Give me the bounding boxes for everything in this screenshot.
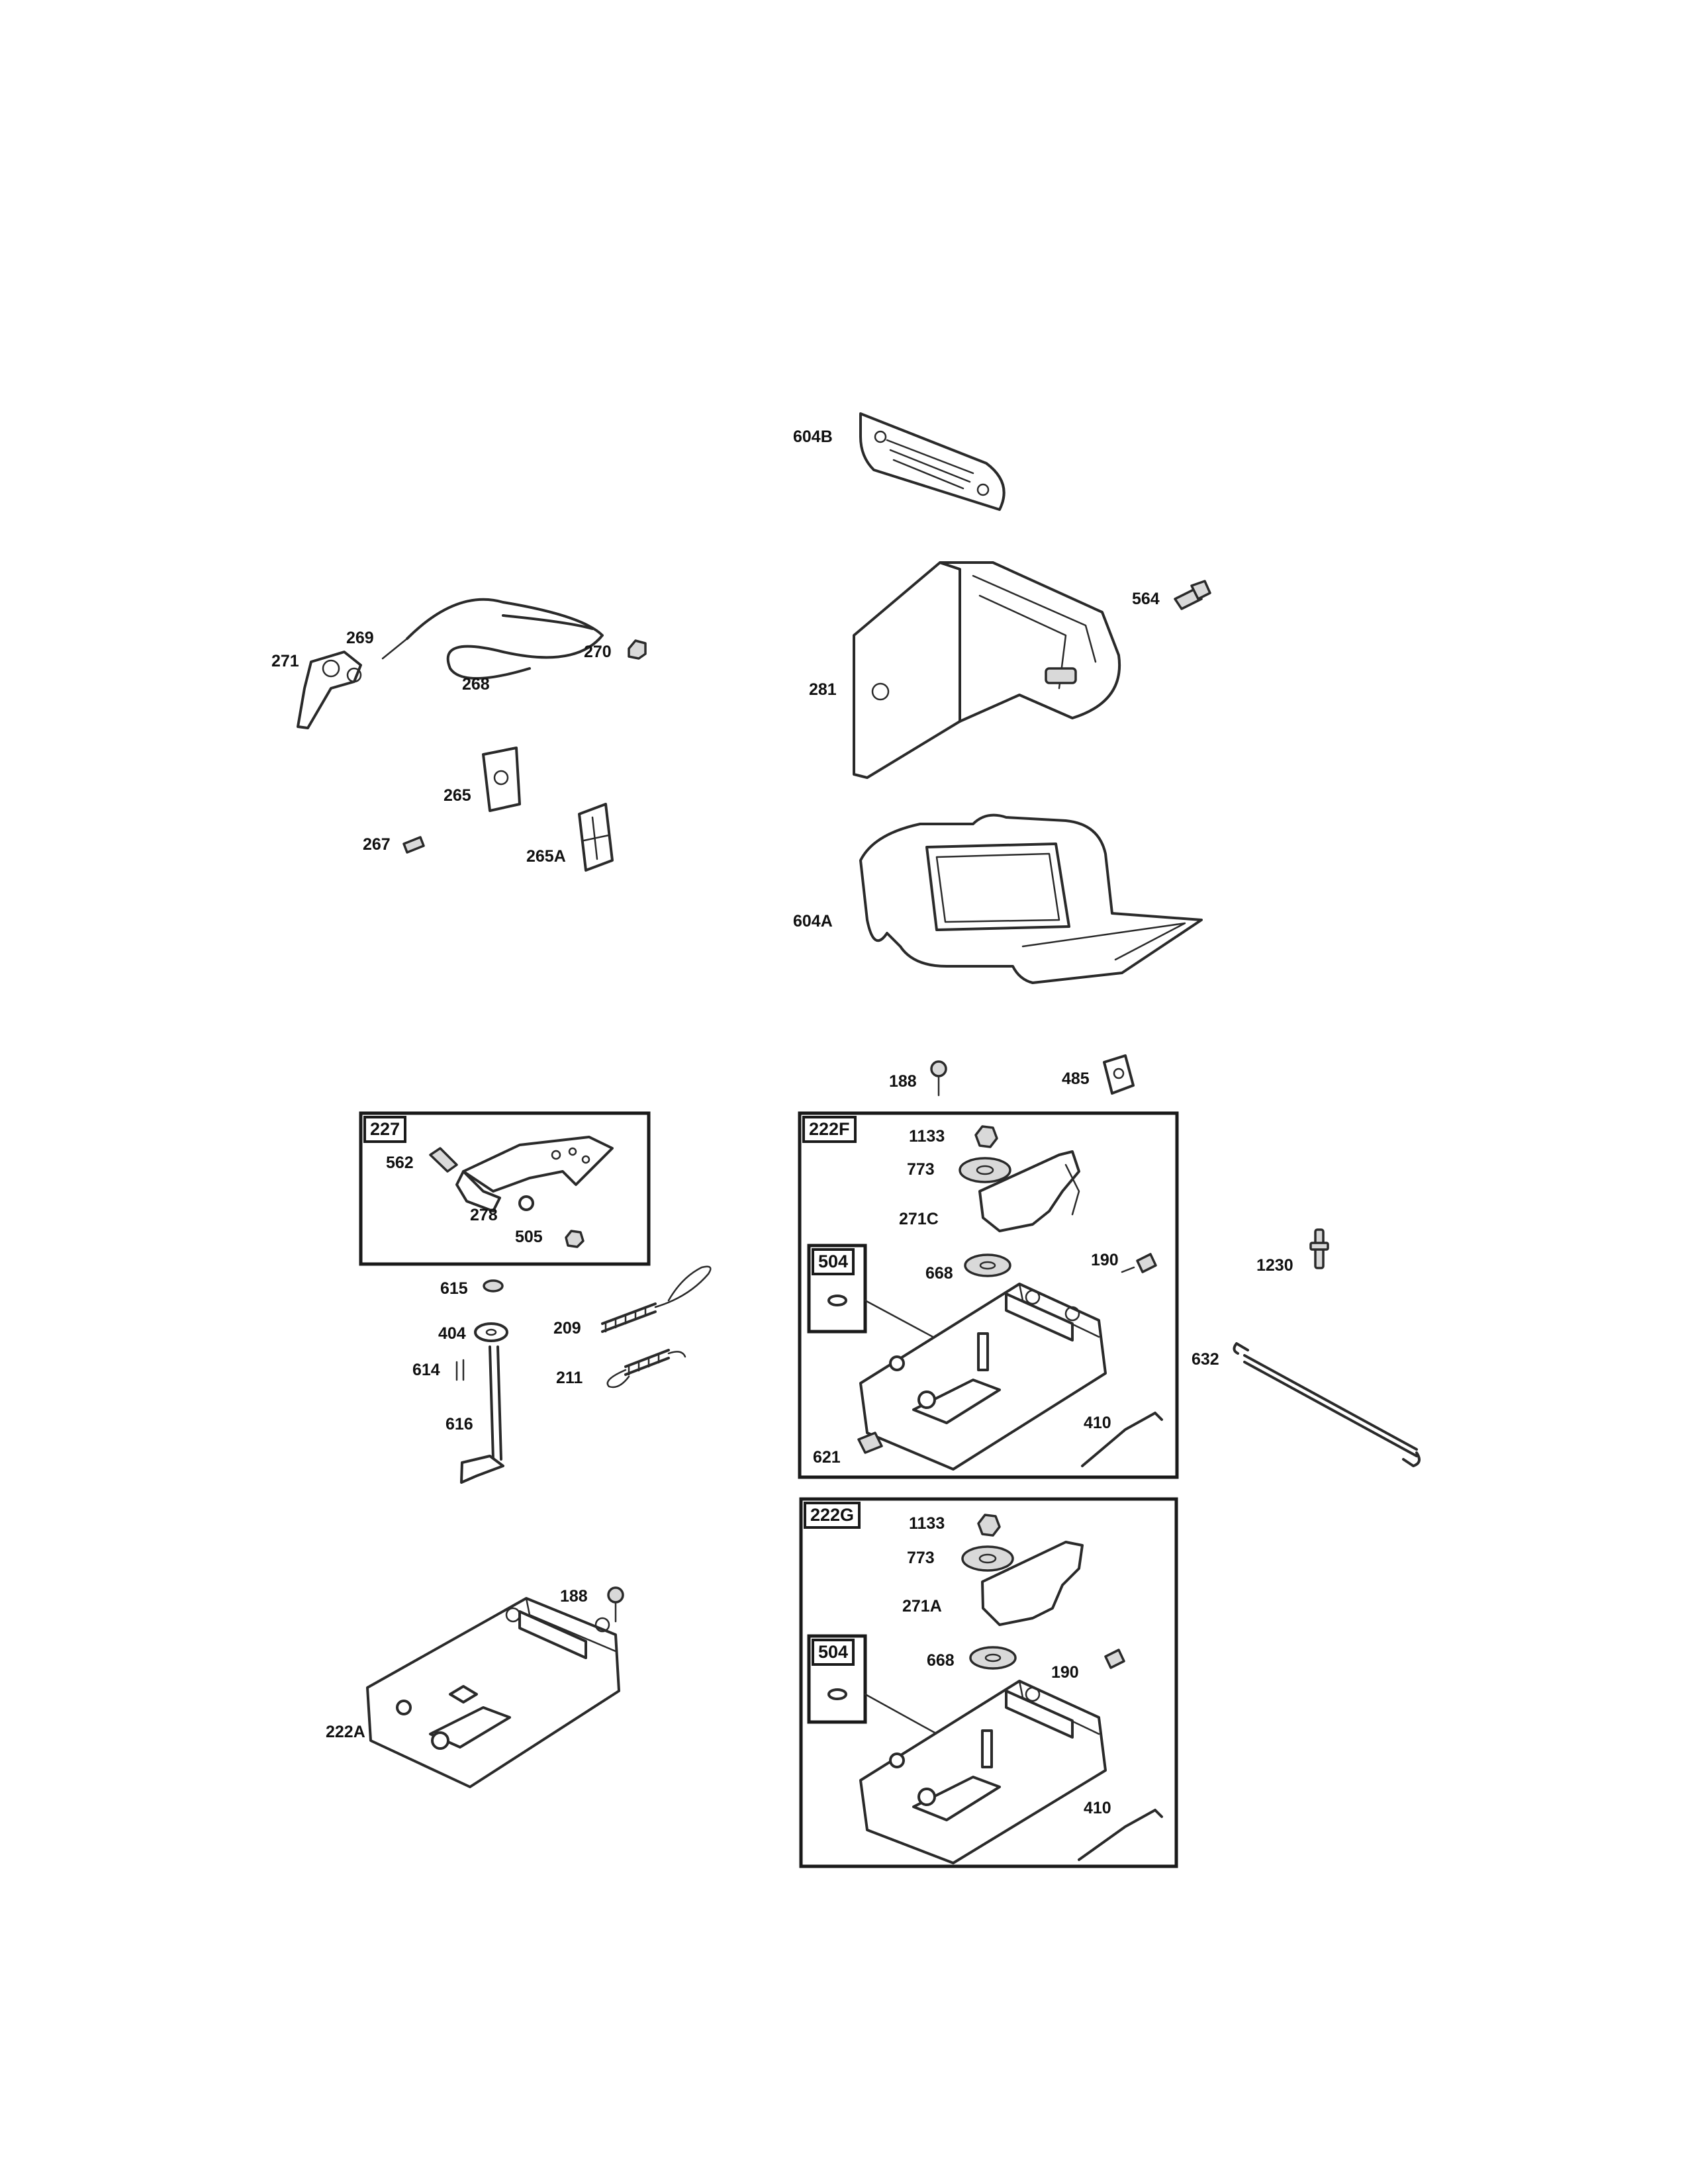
part-label-1133-upper: 1133: [909, 1127, 945, 1146]
part-label-668-upper: 668: [925, 1264, 953, 1283]
part-label-271c: 271C: [899, 1210, 939, 1228]
part-label-773-lower: 773: [907, 1549, 935, 1567]
cable-clamps: [402, 747, 614, 872]
part-label-269: 269: [346, 629, 374, 647]
shroud-plate-604b: [859, 412, 1006, 511]
box-227: [359, 1111, 651, 1266]
part-label-271: 271: [271, 652, 299, 670]
part-label-188-lower: 188: [560, 1587, 588, 1606]
group-tag-222f: 222F: [802, 1116, 857, 1143]
part-label-268: 268: [462, 675, 490, 694]
cable-assembly: [297, 598, 647, 729]
part-label-1133-lower: 1133: [909, 1514, 945, 1533]
screw-564: [1174, 580, 1211, 610]
part-label-271a: 271A: [902, 1597, 942, 1615]
part-label-562: 562: [386, 1154, 414, 1172]
group-tag-222g: 222G: [804, 1502, 861, 1529]
part-label-668-lower: 668: [927, 1651, 955, 1670]
link-632: [1233, 1342, 1421, 1467]
group-tag-504-upper: 504: [812, 1248, 855, 1275]
blower-housing-281: [853, 561, 1121, 779]
part-label-1230: 1230: [1256, 1256, 1293, 1275]
cover-604a: [859, 813, 1203, 984]
part-label-209: 209: [553, 1319, 581, 1338]
part-label-265a: 265A: [526, 847, 566, 866]
governor-parts: [455, 1265, 712, 1484]
part-label-621: 621: [813, 1448, 841, 1467]
part-label-404: 404: [438, 1324, 466, 1343]
part-label-188-upper: 188: [889, 1072, 917, 1091]
part-label-211: 211: [556, 1369, 583, 1387]
part-label-270: 270: [584, 643, 612, 661]
base-plate-222a: [366, 1586, 624, 1788]
part-label-410-upper: 410: [1084, 1414, 1111, 1432]
group-tag-504-lower: 504: [812, 1639, 855, 1666]
part-label-265: 265: [444, 786, 471, 805]
part-label-190-lower: 190: [1051, 1663, 1079, 1682]
screw-188-and-clip-485: [930, 1054, 1135, 1097]
part-label-615: 615: [440, 1279, 468, 1298]
part-label-604a: 604A: [793, 912, 833, 931]
part-label-616: 616: [445, 1415, 473, 1433]
part-label-773-upper: 773: [907, 1160, 935, 1179]
part-label-564: 564: [1132, 590, 1160, 608]
part-label-485: 485: [1062, 1069, 1090, 1088]
part-label-604b: 604B: [793, 428, 833, 446]
group-tag-227: 227: [363, 1116, 407, 1143]
part-label-267: 267: [363, 835, 391, 854]
part-label-222a: 222A: [326, 1723, 365, 1741]
part-label-410-lower: 410: [1084, 1799, 1111, 1817]
part-label-281: 281: [809, 680, 837, 699]
part-label-505: 505: [515, 1228, 543, 1246]
box-222f: [798, 1111, 1179, 1479]
part-label-614: 614: [412, 1361, 440, 1379]
part-label-278: 278: [470, 1206, 498, 1224]
part-label-632: 632: [1192, 1350, 1219, 1369]
box-222g: [799, 1497, 1178, 1868]
part-label-190-upper: 190: [1091, 1251, 1119, 1269]
stud-1230: [1309, 1228, 1329, 1269]
